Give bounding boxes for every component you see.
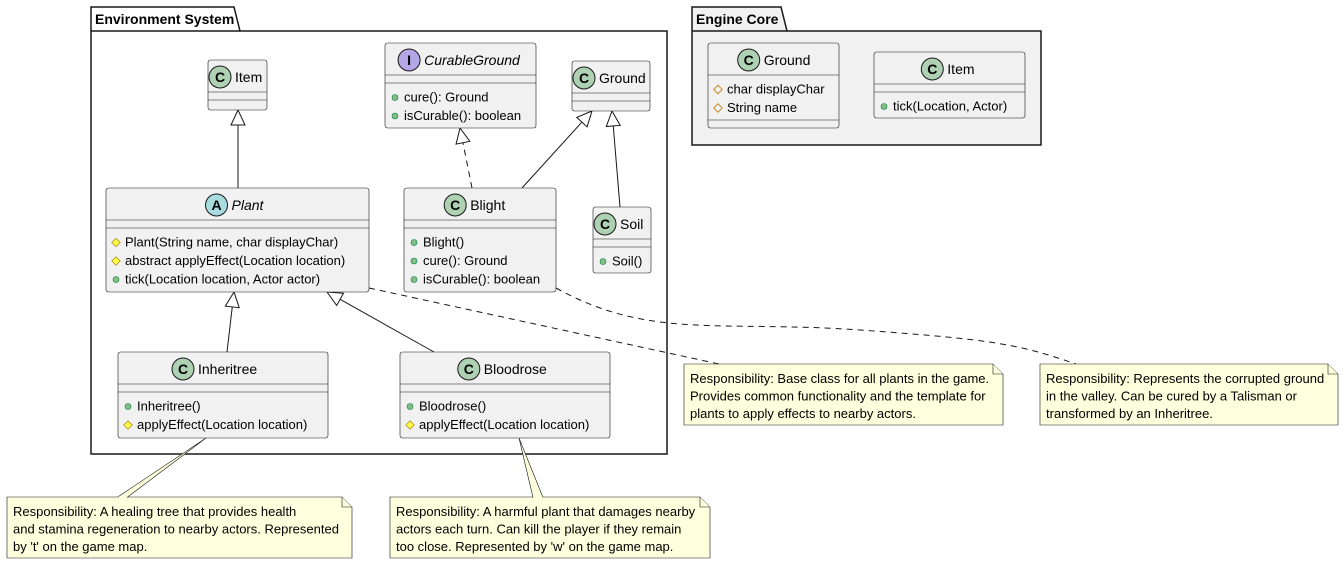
class-attribute: char displayChar [727,82,825,97]
note-line: and stamina regeneration to nearby actor… [13,522,339,537]
class-name: Plant [232,197,265,213]
class-method: Soil() [612,254,642,269]
note-line: plants to apply effects to nearby actors… [690,406,916,421]
edge-inheritree-extends-plant [224,290,240,353]
protected-field-icon [713,103,723,113]
svg-text:A: A [211,197,221,213]
svg-text:C: C [579,70,589,86]
package-title-environment: Environment System [95,11,234,27]
edge-bloodrose-extends-plant [325,291,435,353]
public-visibility-icon [112,276,120,283]
edge-blight-implements-curable [455,126,473,189]
svg-text:C: C [450,197,460,213]
note-inheritree-note: Responsibility: A healing tree that prov… [6,437,353,559]
note-line: Responsibility: A healing tree that prov… [13,504,296,519]
stereotype-a-icon [205,193,228,217]
edge-plant-extends-item [230,108,246,188]
note-blight-note: Responsibility: Represents the corrupted… [555,287,1339,426]
protected-visibility-icon [123,420,133,430]
public-visibility-icon [124,403,132,410]
package-environment: Environment System [90,6,668,455]
note-line: Responsibility: Represents the corrupted… [1046,371,1324,386]
class-attribute: String name [727,100,797,115]
class-name: Inheritree [198,361,257,377]
class-method: tick(Location location, Actor actor) [125,272,320,287]
svg-text:C: C [927,61,937,77]
public-visibility-icon [391,112,399,120]
stereotype-c-icon [737,48,761,72]
class-method: abstract applyEffect(Location location) [125,253,345,268]
class-name: Ground [599,70,646,86]
note-line: in the valley. Can be cured by a Talisma… [1046,389,1298,404]
class-name: Item [947,61,974,77]
class-name: Soil [620,216,643,232]
note-bloodrose-note: Responsibility: A harmful plant that dam… [389,437,711,559]
class-method: applyEffect(Location location) [137,417,307,432]
stereotype-c-icon [457,357,481,381]
public-visibility-icon [410,276,418,283]
stereotype-c-icon [171,357,195,381]
stereotype-c-icon [593,212,617,236]
class-method: Bloodrose() [419,399,486,414]
class-method: Blight() [423,235,464,250]
class-method: cure(): Ground [404,90,489,105]
note-line: Provides common functionality and the te… [690,389,986,404]
class-method: cure(): Ground [423,253,508,268]
public-visibility-icon [410,239,418,246]
stereotype-c-icon [443,193,467,217]
svg-text:I: I [407,52,411,68]
note-line: actors each turn. Can kill the player if… [396,522,681,537]
class-method: isCurable(): boolean [423,272,540,287]
protected-visibility-icon [111,256,121,266]
svg-text:C: C [215,69,225,85]
class-item: C Item [207,59,268,111]
note-line: too close. Represented by 'w' on the gam… [396,539,673,554]
class-method: tick(Location, Actor) [893,99,1007,114]
class-name: CurableGround [424,52,521,68]
class-name: Item [235,69,262,85]
class-engine-item: C Item tick(Location, Actor) [873,51,1026,119]
edge-soil-extends-ground [605,109,622,208]
stereotype-c-icon [208,65,232,89]
protected-field-icon [713,84,723,95]
protected-visibility-icon [111,237,121,248]
class-method: applyEffect(Location location) [419,417,589,432]
class-name: Blight [470,197,505,213]
public-visibility-icon [406,403,414,410]
note-plant-note: Responsibility: Base class for all plant… [368,287,1004,426]
svg-text:C: C [600,216,610,232]
svg-text:C: C [744,52,754,68]
class-name: Ground [764,52,811,68]
note-line: by 't' on the game map. [13,539,147,554]
stereotype-c-icon [920,57,944,81]
public-visibility-icon [599,258,607,265]
class-method: Inheritree() [137,399,201,414]
note-line: Responsibility: Base class for all plant… [690,371,989,386]
package-title-engine: Engine Core [696,11,779,27]
class-name: Bloodrose [484,361,547,377]
svg-text:C: C [178,361,188,377]
stereotype-i-icon [397,48,421,72]
protected-visibility-icon [405,420,415,430]
svg-text:C: C [464,361,474,377]
public-visibility-icon [880,103,888,110]
public-visibility-icon [391,94,399,101]
class-ground: C Ground [571,60,651,112]
stereotype-c-icon [572,66,596,90]
public-visibility-icon [410,257,418,265]
class-method: isCurable(): boolean [404,108,521,123]
note-line: Responsibility: A harmful plant that dam… [396,504,696,519]
class-curable-ground: I CurableGround cure(): Ground isCurable():… [384,42,537,129]
class-method: Plant(String name, char displayChar) [125,235,338,250]
note-line: transformed by an Inheritree. [1046,406,1213,421]
edge-blight-extends-ground [521,110,593,189]
